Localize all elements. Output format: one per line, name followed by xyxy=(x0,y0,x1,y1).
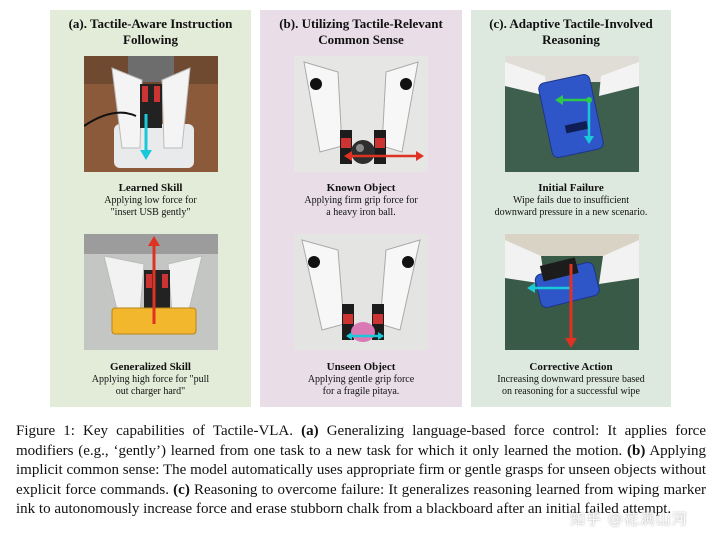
photo-charger-pull xyxy=(84,234,218,350)
panel-adaptive-reasoning: (c). Adaptive Tactile-Involved Reasoning… xyxy=(471,10,671,407)
caption-line1: Wipe fails due to insufficient xyxy=(512,195,630,206)
caption-tag-c: (c) xyxy=(173,481,190,498)
caption-line2: out charger hard" xyxy=(115,386,186,397)
photo-pitaya xyxy=(294,234,428,350)
caption-tag-a: (a) xyxy=(301,423,319,439)
caption-line1: Increasing downward pressure based xyxy=(497,374,645,385)
panel-title-line2: Reasoning xyxy=(542,32,600,47)
panel-title-line2: Common Sense xyxy=(318,32,404,47)
panel-tactile-common-sense: (b). Utilizing Tactile-Relevant Common S… xyxy=(260,10,462,407)
panel-title-line1: (a). Tactile-Aware Instruction xyxy=(68,16,233,31)
caption-learned-skill: Learned Skill Applying low force for "in… xyxy=(50,182,251,219)
caption-tag-b: (b) xyxy=(627,442,646,459)
caption-line2: on reasoning for a successful wipe xyxy=(501,386,640,397)
caption-text-b: Applying implicit common sense: The mode… xyxy=(16,442,707,498)
caption-title: Unseen Object xyxy=(326,361,396,373)
photo-wipe-failure xyxy=(505,56,639,172)
caption-line2: "insert USB gently" xyxy=(110,207,191,218)
caption-initial-failure: Initial Failure Wipe fails due to insuff… xyxy=(471,182,671,219)
caption-title: Generalized Skill xyxy=(110,361,191,373)
panel-title-line1: (b). Utilizing Tactile-Relevant xyxy=(279,16,443,31)
caption-line1: Applying low force for xyxy=(104,195,197,206)
caption-text-a: Generalizing language-based force contro… xyxy=(16,423,706,459)
panel-title: (a). Tactile-Aware Instruction Following xyxy=(50,16,251,48)
figure-caption: Figure 1: Key capabilities of Tactile-VL… xyxy=(16,422,706,520)
caption-title: Corrective Action xyxy=(529,361,613,373)
caption-known-object: Known Object Applying firm grip force fo… xyxy=(260,182,462,219)
photo-usb-insert xyxy=(84,56,218,172)
watermark: 知乎 @花满山河 xyxy=(570,510,688,528)
caption-line1: Applying firm grip force for xyxy=(304,195,418,206)
caption-prefix: Figure 1: Key capabilities of Tactile-VL… xyxy=(16,423,302,439)
caption-line2: a heavy iron ball. xyxy=(326,207,396,218)
caption-text-c: Reasoning to overcome failure: It genera… xyxy=(16,481,706,518)
panel-title: (c). Adaptive Tactile-Involved Reasoning xyxy=(471,16,671,48)
caption-title: Learned Skill xyxy=(118,182,183,194)
caption-unseen-object: Unseen Object Applying gentle grip force… xyxy=(260,361,462,398)
caption-line1: Applying high force for "pull xyxy=(91,374,210,385)
caption-line2: for a fragile pitaya. xyxy=(322,386,400,397)
caption-corrective-action: Corrective Action Increasing downward pr… xyxy=(471,361,671,398)
panel-title-line2: Following xyxy=(123,32,178,47)
panel-tactile-aware-instruction: (a). Tactile-Aware Instruction Following… xyxy=(50,10,251,407)
caption-line1: Applying gentle grip force xyxy=(307,374,415,385)
caption-generalized-skill: Generalized Skill Applying high force fo… xyxy=(50,361,251,398)
caption-title: Initial Failure xyxy=(538,182,604,194)
caption-title: Known Object xyxy=(326,182,396,194)
photo-iron-ball xyxy=(294,56,428,172)
panel-title-line1: (c). Adaptive Tactile-Involved xyxy=(489,16,653,31)
panel-title: (b). Utilizing Tactile-Relevant Common S… xyxy=(260,16,462,48)
photo-wipe-corrective xyxy=(505,234,639,350)
caption-line2: downward pressure in a new scenario. xyxy=(494,207,648,218)
